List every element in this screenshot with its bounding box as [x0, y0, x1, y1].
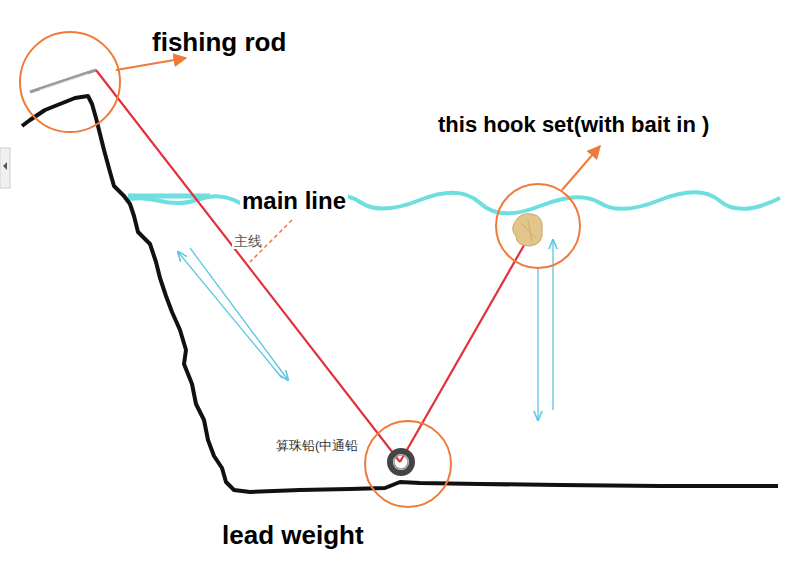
- motion-arrow: [537, 268, 538, 420]
- leader-arrow: [116, 58, 186, 70]
- part-label: this hook set(with bait in ): [438, 112, 709, 137]
- bait: [513, 214, 543, 246]
- part-label: lead weight: [222, 521, 364, 551]
- rod: [40, 74, 88, 90]
- lead-weight: [394, 455, 408, 469]
- main-line: [96, 70, 400, 462]
- hook-line: [400, 240, 527, 462]
- callout-circle: [20, 32, 120, 132]
- edge-tab: [0, 148, 10, 188]
- tab-arrow: [3, 162, 7, 170]
- callout-circle: [496, 184, 580, 268]
- part-label: main line: [240, 187, 348, 215]
- motion-arrow: [190, 248, 288, 380]
- water-surface: [125, 192, 780, 213]
- callout-circle: [365, 421, 451, 507]
- part-label: fishing rod: [152, 28, 286, 58]
- motion-arrow: [178, 252, 282, 378]
- bait: [522, 220, 536, 242]
- lead-weight: [390, 451, 412, 473]
- part-label-cn: 算珠铅(中通铅: [274, 439, 360, 454]
- bank-outline: [22, 96, 778, 492]
- rod: [30, 70, 96, 92]
- water-surface: [128, 194, 210, 199]
- leader-arrow: [562, 146, 600, 190]
- part-label-cn: 主线: [232, 233, 264, 249]
